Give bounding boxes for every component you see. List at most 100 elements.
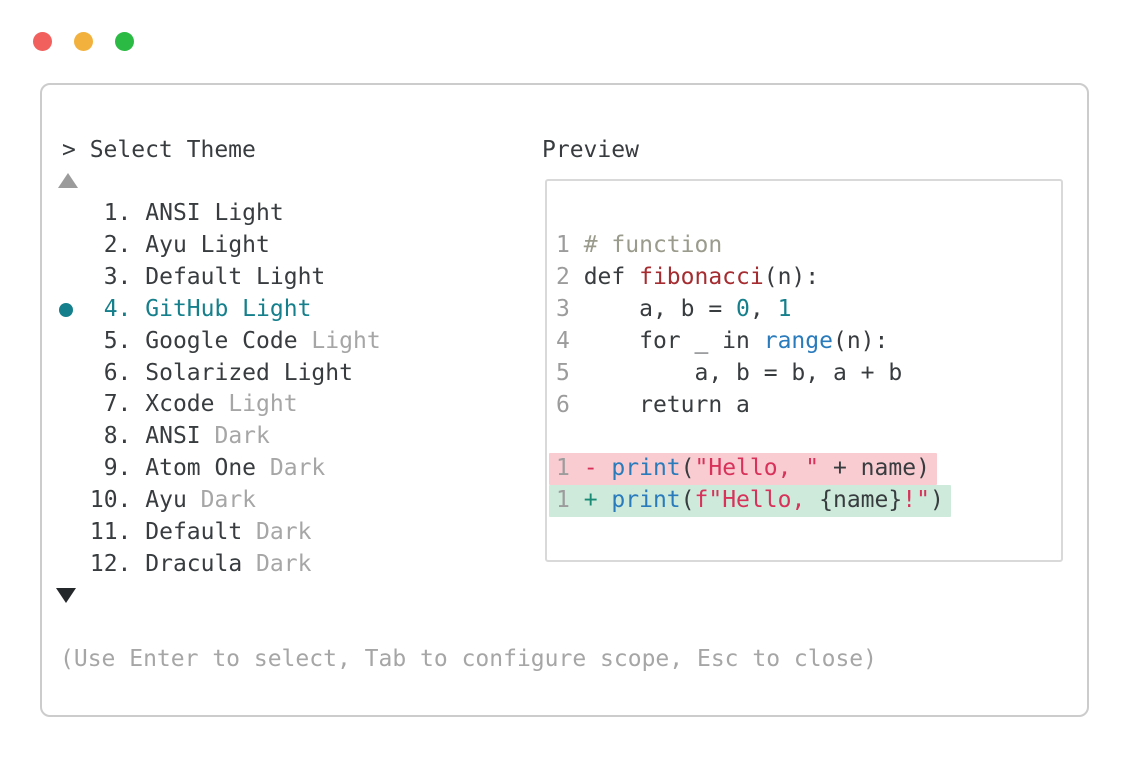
theme-name: Default xyxy=(145,519,243,546)
code-segment-function: fibonacci xyxy=(639,263,764,290)
theme-list-item[interactable]: 3. Default Light xyxy=(76,262,381,294)
scroll-up-icon[interactable] xyxy=(58,173,78,188)
theme-name: ANSI xyxy=(145,423,201,450)
theme-name: Dracula xyxy=(145,550,243,577)
code-segment-added: + xyxy=(583,487,612,514)
code-segment-comment: # function xyxy=(583,232,723,258)
diff-line-add: 1 + print(f"Hello, {name}!") xyxy=(549,485,951,518)
theme-list-item[interactable]: 4. GitHub Light xyxy=(59,294,381,326)
code-segment-linenum: 1 xyxy=(556,232,584,258)
theme-variant: Dark xyxy=(186,487,257,514)
window-controls xyxy=(33,32,134,51)
code-segment-plain: return a xyxy=(583,391,750,418)
theme-list-item[interactable]: 9. Atom One Dark xyxy=(76,453,381,485)
theme-number: 8. xyxy=(76,423,146,450)
code-segment-linenum: 3 xyxy=(556,295,584,322)
code-segment-plain: , xyxy=(749,295,778,322)
theme-name: Google Code xyxy=(145,327,298,354)
code-segment-builtin: print xyxy=(611,455,681,482)
theme-list-item[interactable]: 12. Dracula Dark xyxy=(76,549,381,581)
code-segment-plain: ( xyxy=(680,455,695,482)
code-segment-removed: - xyxy=(583,455,612,482)
theme-name: Ayu Light xyxy=(145,231,270,258)
theme-list-item[interactable]: 5. Google Code Light xyxy=(76,326,381,358)
code-segment-string: "Hello, " xyxy=(694,455,820,482)
code-line: 4 for _ in range(n): xyxy=(556,326,951,358)
code-segment-plain: (n): xyxy=(763,263,820,290)
theme-list: 1. ANSI Light 2. Ayu Light 3. Default Li… xyxy=(59,198,381,581)
code-segment-builtin: range xyxy=(763,327,833,354)
theme-list-item[interactable]: 11. Default Dark xyxy=(76,517,381,549)
code-segment-plain: for _ in xyxy=(583,327,764,354)
theme-number: 4. xyxy=(76,295,146,322)
code-segment-string: f"Hello, xyxy=(694,487,820,514)
scroll-down-icon[interactable] xyxy=(56,588,76,603)
diff-line-del: 1 - print("Hello, " + name) xyxy=(549,453,951,486)
selected-bullet-icon xyxy=(59,302,73,317)
theme-variant: Dark xyxy=(242,550,312,577)
theme-name: GitHub Light xyxy=(145,295,312,322)
code-segment-plain: ( xyxy=(680,487,695,514)
code-segment-string: !" xyxy=(902,487,930,514)
preview-label: Preview xyxy=(542,137,639,163)
theme-number: 11. xyxy=(76,519,146,546)
theme-number: 9. xyxy=(76,455,146,482)
code-segment-plain: {name} xyxy=(819,487,903,514)
theme-variant: Dark xyxy=(200,423,270,450)
code-segment-plain: def xyxy=(583,263,640,290)
code-segment-plain: + name) xyxy=(819,455,930,482)
code-segment-linenum: 2 xyxy=(556,263,584,290)
code-segment-linenum: 4 xyxy=(556,327,584,354)
close-button-icon[interactable] xyxy=(33,32,52,51)
minimize-button-icon[interactable] xyxy=(74,32,93,51)
theme-name: Solarized Light xyxy=(145,359,353,386)
theme-list-item[interactable]: 1. ANSI Light xyxy=(76,198,381,230)
removed-line-highlight: 1 - print("Hello, " + name) xyxy=(549,453,937,486)
code-line xyxy=(556,421,951,453)
code-line: 2 def fibonacci(n): xyxy=(556,262,951,294)
theme-number: 10. xyxy=(76,487,146,514)
help-text: (Use Enter to select, Tab to configure s… xyxy=(60,646,877,672)
theme-number: 3. xyxy=(76,263,146,290)
theme-name: Atom One xyxy=(145,455,257,482)
code-segment-plain: (n): xyxy=(832,327,889,354)
theme-list-item[interactable]: 8. ANSI Dark xyxy=(76,421,381,453)
theme-variant: Light xyxy=(214,391,298,418)
theme-list-item[interactable]: 6. Solarized Light xyxy=(76,358,381,390)
code-segment-plain: ) xyxy=(929,487,944,514)
theme-number: 12. xyxy=(76,550,146,577)
theme-list-item[interactable]: 10. Ayu Dark xyxy=(76,485,381,517)
added-line-highlight: 1 + print(f"Hello, {name}!") xyxy=(549,485,951,518)
code-line: 1 # function xyxy=(556,230,951,262)
theme-number: 1. xyxy=(76,200,146,226)
code-segment-builtin: print xyxy=(611,487,681,514)
code-segment-number: 0 xyxy=(736,295,750,322)
theme-name: ANSI Light xyxy=(145,200,284,226)
theme-name: Xcode xyxy=(145,391,215,418)
theme-number: 2. xyxy=(76,231,146,258)
code-line: 3 a, b = 0, 1 xyxy=(556,294,951,326)
code-segment-plain: a, b = b, a + b xyxy=(583,359,903,386)
theme-variant: Dark xyxy=(242,519,312,546)
theme-name: Ayu xyxy=(145,487,187,514)
code-segment-linenum: 6 xyxy=(556,391,584,418)
code-segment-linenum: 5 xyxy=(556,359,584,386)
code-segment-number: 1 xyxy=(777,295,792,322)
code-line: 6 return a xyxy=(556,390,951,422)
theme-variant: Dark xyxy=(256,455,326,482)
theme-name: Default Light xyxy=(145,263,326,290)
theme-variant: Light xyxy=(297,327,381,354)
code-segment-linenum: 1 xyxy=(556,487,584,514)
select-theme-prompt: > Select Theme xyxy=(62,137,256,163)
code-line: 5 a, b = b, a + b xyxy=(556,358,951,390)
code-segment-linenum: 1 xyxy=(556,455,584,482)
theme-list-item[interactable]: 7. Xcode Light xyxy=(76,389,381,421)
theme-number: 5. xyxy=(76,327,146,354)
theme-picker-window: > Select Theme 1. ANSI Light 2. Ayu Ligh… xyxy=(40,83,1089,717)
theme-list-item[interactable]: 2. Ayu Light xyxy=(76,230,381,262)
theme-number: 6. xyxy=(76,359,146,386)
zoom-button-icon[interactable] xyxy=(115,32,134,51)
